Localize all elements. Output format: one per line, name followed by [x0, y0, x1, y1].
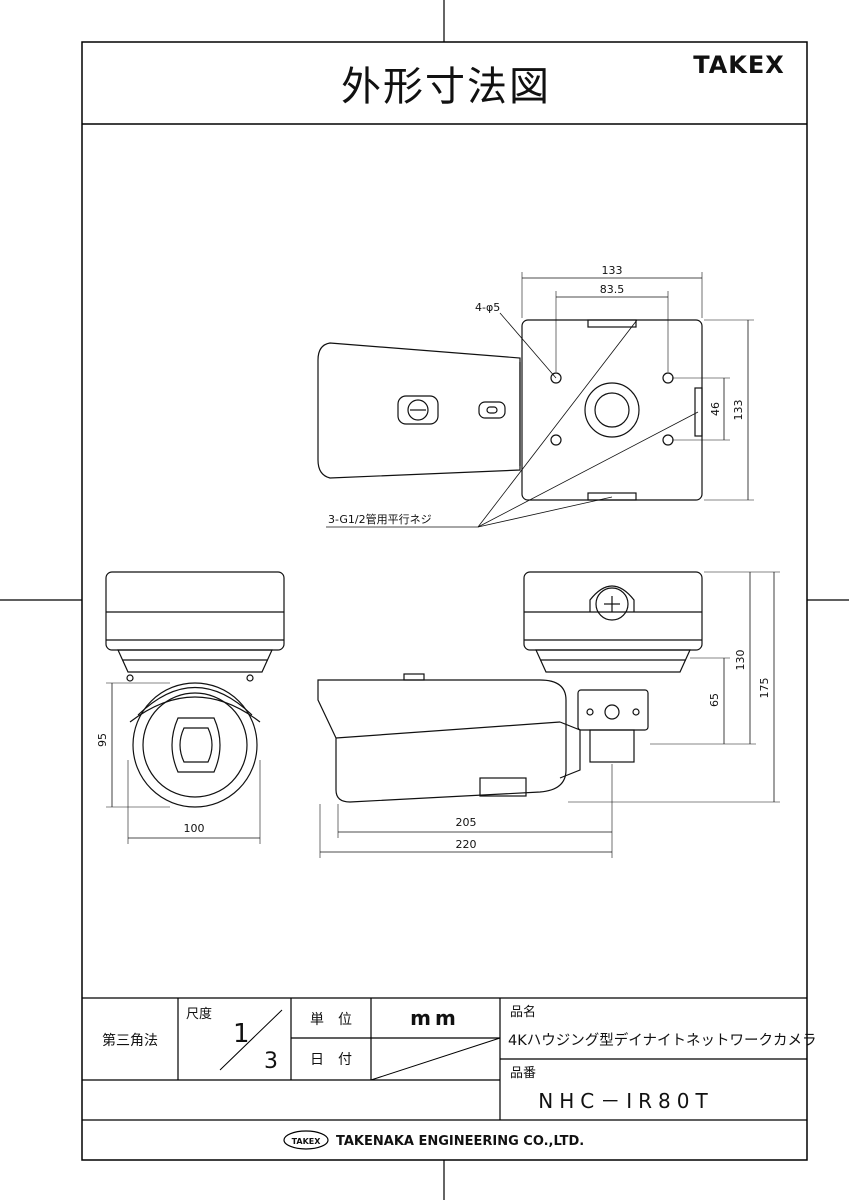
- scale-numerator: 1: [233, 1019, 250, 1049]
- drawing-title: 外形寸法図: [341, 64, 551, 110]
- dim-front-95: 95: [96, 733, 109, 747]
- dim-side-65: 65: [708, 693, 721, 707]
- product-code: NHC－IR80T: [538, 1089, 713, 1113]
- dim-side-133: 133: [732, 400, 745, 421]
- scale-denominator: 3: [264, 1049, 278, 1074]
- product-name-label: 品名: [510, 1004, 536, 1020]
- scale-label: 尺度: [186, 1006, 212, 1022]
- side-view: [317, 571, 780, 858]
- front-view: [105, 571, 285, 844]
- dim-top-83-5: 83.5: [600, 283, 625, 296]
- title-block: [82, 997, 807, 1150]
- dim-side-205: 205: [456, 816, 477, 829]
- dim-holes: 4-φ5: [475, 301, 500, 314]
- dim-side-130: 130: [734, 650, 747, 671]
- brand-logo: TAKEX: [693, 51, 785, 79]
- sheet-border: [81, 41, 808, 1161]
- dim-front-100: 100: [184, 822, 205, 835]
- projection-method: 第三角法: [102, 1032, 158, 1049]
- top-view: [317, 272, 754, 528]
- dim-side-46: 46: [709, 402, 722, 416]
- dim-side-175: 175: [758, 678, 771, 699]
- dim-top-133: 133: [602, 264, 623, 277]
- unit-label: 単 位: [310, 1012, 352, 1028]
- unit-value: mm: [410, 1006, 460, 1030]
- company-name: TAKENAKA ENGINEERING CO.,LTD.: [336, 1134, 584, 1149]
- dim-side-220: 220: [456, 838, 477, 851]
- product-code-label: 品番: [510, 1066, 536, 1081]
- company-logo: TAKEX: [292, 1137, 322, 1146]
- thread-note: 3-G1/2管用平行ネジ: [328, 512, 432, 526]
- product-name: 4Kハウジング型デイナイトネットワークカメラ: [508, 1031, 816, 1049]
- date-label: 日 付: [310, 1052, 352, 1068]
